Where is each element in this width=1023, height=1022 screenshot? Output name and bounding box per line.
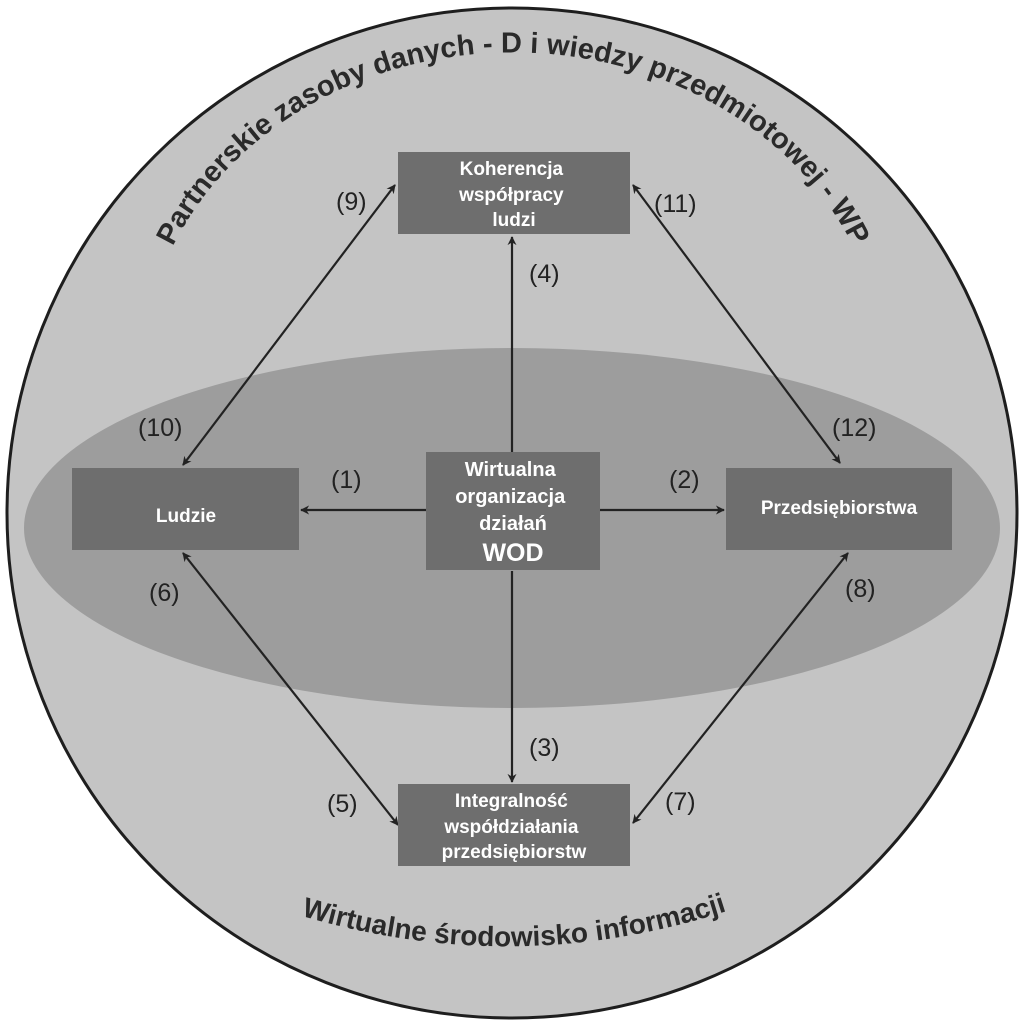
node-right: Przedsiębiorstwa (726, 468, 952, 550)
arrow-5-6 (182, 552, 399, 826)
node-top: Koherencja współpracy ludzi (398, 152, 630, 234)
arrow-label-9: (9) (336, 188, 367, 216)
arrows (182, 184, 849, 826)
node-center-line-1: Wirtualna (465, 459, 557, 481)
node-bottom: Integralność współdziałania przedsiębior… (398, 784, 630, 866)
arrow-label-7: (7) (665, 788, 696, 816)
node-bottom-line-1: Integralność (455, 791, 568, 812)
svg-text:Integralność współdziała: Integralność współdziałania przedsiębior… (442, 791, 587, 863)
node-top-line-1: Koherencja (460, 159, 564, 180)
arrow-label-1: (1) (331, 466, 362, 494)
arrow-labels: (1) (2) (3) (4) (5) (6) (7) (8) (9) (10)… (138, 188, 876, 818)
svg-text:Koherencja współpracy: Koherencja współpracy ludzi (458, 159, 569, 231)
arrow-label-11: (11) (654, 190, 697, 218)
node-left: Ludzie (72, 468, 299, 550)
node-top-line-3: ludzi (492, 210, 535, 231)
node-top-line-2: współpracy (458, 185, 564, 206)
arrow-label-5: (5) (327, 790, 358, 818)
node-center-line-3: działań (479, 513, 547, 535)
node-bottom-line-2: współdziałania (443, 817, 579, 838)
node-center: Wirtualna organizacja działań WOD (426, 452, 600, 570)
arrow-label-10: (10) (138, 414, 182, 442)
arrow-label-12: (12) (832, 414, 876, 442)
svg-text:Wirtualna organizacja: Wirtualna organizacja działań (455, 459, 571, 535)
node-center-line-2: organizacja (455, 486, 566, 508)
arrow-9-10 (182, 184, 396, 466)
arrow-label-3: (3) (529, 734, 560, 762)
node-right-line-1: Przedsiębiorstwa (761, 498, 918, 519)
node-left-line-1: Ludzie (156, 506, 216, 527)
arrow-label-2: (2) (669, 466, 700, 494)
node-bottom-line-3: przedsiębiorstw (442, 842, 587, 863)
svg-text:Ludzie: Ludzie (156, 506, 216, 527)
node-center-wod: WOD (482, 539, 543, 567)
svg-text:Przedsiębiorstwa: Przedsiębiorstwa (761, 498, 918, 519)
arrow-label-6: (6) (149, 579, 180, 607)
arrow-11-12 (632, 184, 841, 464)
svg-text:WOD: WOD (482, 539, 543, 567)
arrow-label-4: (4) (529, 260, 560, 288)
arrow-7-8 (632, 552, 849, 824)
arrow-label-8: (8) (845, 575, 876, 603)
